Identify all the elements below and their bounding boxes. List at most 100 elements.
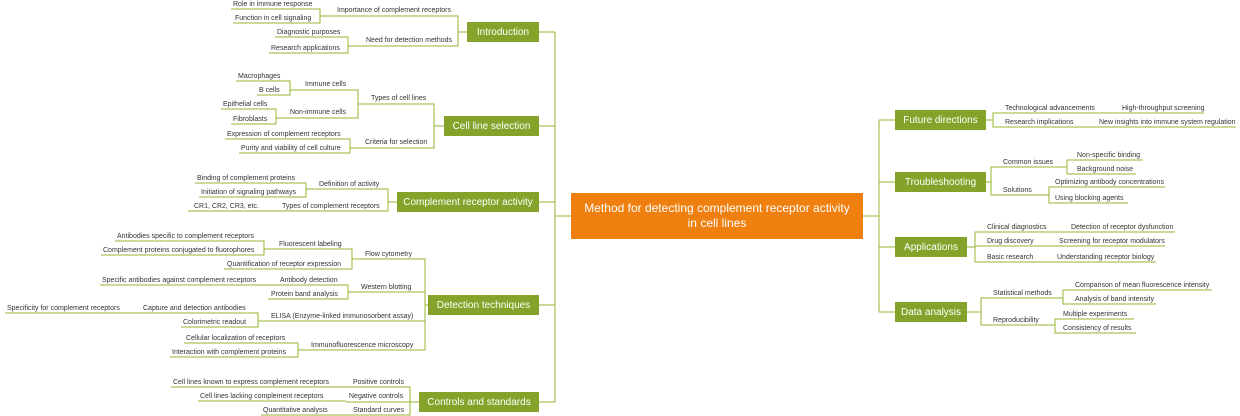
topic-antibodies-specific[interactable]: Antibodies specific to complement recept… bbox=[117, 233, 254, 240]
root-node[interactable]: Method for detecting complement receptor… bbox=[571, 193, 863, 239]
connector-line bbox=[334, 15, 467, 33]
connector-line bbox=[231, 117, 287, 125]
topic-cell-lines-lacking[interactable]: Cell lines lacking complement receptors bbox=[200, 393, 324, 400]
topic-capture-and-detection-antibodies[interactable]: Capture and detection antibodies bbox=[143, 305, 246, 312]
topic-importance-of-complement-receptors[interactable]: Importance of complement receptors bbox=[337, 7, 451, 14]
topic-diagnostic-purposes[interactable]: Diagnostic purposes bbox=[277, 29, 341, 36]
connector-line bbox=[308, 304, 428, 351]
topic-multiple-experiments[interactable]: Multiple experiments bbox=[1063, 311, 1128, 318]
topic-protein-band-analysis[interactable]: Protein band analysis bbox=[271, 291, 338, 298]
topic-definition-of-activity[interactable]: Definition of activity bbox=[319, 181, 380, 188]
topic-cell-lines-known-to-express[interactable]: Cell lines known to express complement r… bbox=[173, 379, 330, 386]
connector-line bbox=[276, 248, 362, 260]
topic-using-blocking-agents[interactable]: Using blocking agents bbox=[1055, 195, 1124, 202]
topic-western-blotting[interactable]: Western blotting bbox=[361, 284, 412, 291]
topic-epithelial-cells[interactable]: Epithelial cells bbox=[223, 101, 268, 108]
topic-interaction-with-complement-proteins[interactable]: Interaction with complement proteins bbox=[172, 349, 286, 356]
topic-initiation-of-signaling-pathways[interactable]: Initiation of signaling pathways bbox=[201, 189, 296, 196]
topic-immune-cells[interactable]: Immune cells bbox=[305, 81, 347, 88]
topic-quantification-of-receptor-expression[interactable]: Quantification of receptor expression bbox=[227, 261, 342, 268]
topic-specific-antibodies-against[interactable]: Specific antibodies against complement r… bbox=[102, 277, 257, 284]
topic-consistency-of-results[interactable]: Consistency of results bbox=[1063, 325, 1132, 332]
topic-colorimetric-readout[interactable]: Colorimetric readout bbox=[183, 319, 247, 326]
topic-cellular-localization[interactable]: Cellular localization of receptors bbox=[186, 335, 286, 342]
connector-line bbox=[170, 349, 308, 358]
connector-line bbox=[967, 246, 1053, 263]
topic-b-cells[interactable]: B cells bbox=[259, 87, 280, 94]
topic-solutions[interactable]: Solutions bbox=[1003, 187, 1032, 194]
topic-positive-controls[interactable]: Positive controls bbox=[353, 379, 404, 386]
connector-line bbox=[302, 89, 368, 105]
topic-types-of-cell-lines[interactable]: Types of cell lines bbox=[371, 95, 427, 102]
branch-future-directions[interactable]: Future directions bbox=[895, 110, 986, 130]
branch-data-analysis[interactable]: Data analysis bbox=[895, 302, 967, 322]
connector-line bbox=[257, 89, 302, 96]
topic-quantitative-analysis[interactable]: Quantitative analysis bbox=[263, 407, 328, 414]
topic-high-throughput-screening[interactable]: High-throughput screening bbox=[1122, 105, 1205, 112]
connector-line bbox=[350, 401, 419, 416]
topic-technological-advancements[interactable]: Technological advancements bbox=[1005, 105, 1095, 112]
topic-antibody-detection[interactable]: Antibody detection bbox=[280, 277, 338, 284]
topic-criteria-for-selection[interactable]: Criteria for selection bbox=[365, 139, 428, 146]
connector-line bbox=[362, 258, 428, 306]
topic-role-in-immune-response[interactable]: Role in immune response bbox=[233, 1, 313, 8]
topic-clinical-diagnostics[interactable]: Clinical diagnostics bbox=[987, 224, 1047, 231]
topic-reproducibility[interactable]: Reproducibility bbox=[993, 317, 1039, 324]
topic-drug-discovery[interactable]: Drug discovery bbox=[987, 238, 1034, 245]
topic-cr1-cr2-cr3[interactable]: CR1, CR2, CR3, etc. bbox=[194, 203, 259, 210]
topic-background-noise[interactable]: Background noise bbox=[1077, 166, 1134, 173]
topic-screening-for-receptor-modulators[interactable]: Screening for receptor modulators bbox=[1059, 238, 1165, 245]
connector-line bbox=[181, 320, 268, 328]
topic-immunofluorescence-microscopy[interactable]: Immunofluorescence microscopy bbox=[311, 342, 414, 349]
branch-troubleshooting[interactable]: Troubleshooting bbox=[895, 172, 986, 192]
connector-line bbox=[986, 119, 1095, 128]
topic-negative-controls[interactable]: Negative controls bbox=[349, 393, 404, 400]
connector-line bbox=[362, 31, 467, 47]
topic-specificity-for-complement-receptors[interactable]: Specificity for complement receptors bbox=[7, 305, 120, 312]
topic-complement-proteins-conjugated[interactable]: Complement proteins conjugated to fluoro… bbox=[103, 247, 255, 254]
topic-research-implications[interactable]: Research implications bbox=[1005, 119, 1074, 126]
topic-non-specific-binding[interactable]: Non-specific binding bbox=[1077, 152, 1141, 159]
connector-line bbox=[1057, 297, 1156, 305]
branch-complement-receptor-activity[interactable]: Complement receptor activity bbox=[397, 192, 539, 212]
topic-new-insights[interactable]: New insights into immune system regulati… bbox=[1099, 119, 1236, 126]
connector-line bbox=[986, 181, 1045, 196]
topic-common-issues[interactable]: Common issues bbox=[1003, 159, 1054, 166]
topic-non-immune-cells[interactable]: Non-immune cells bbox=[290, 109, 347, 116]
connector-line bbox=[967, 297, 1057, 313]
connector-line bbox=[368, 103, 444, 127]
topic-analysis-of-band-intensity[interactable]: Analysis of band intensity bbox=[1075, 296, 1154, 303]
topic-detection-of-receptor-dysfunction[interactable]: Detection of receptor dysfunction bbox=[1071, 224, 1174, 231]
topic-basic-research[interactable]: Basic research bbox=[987, 254, 1034, 261]
connector-line bbox=[1061, 166, 1136, 175]
topic-expression-of-complement-receptors[interactable]: Expression of complement receptors bbox=[227, 131, 341, 138]
connector-line bbox=[101, 248, 276, 256]
topic-types-of-complement-receptors[interactable]: Types of complement receptors bbox=[282, 203, 380, 210]
connector-line bbox=[986, 166, 1061, 183]
branch-introduction[interactable]: Introduction bbox=[467, 22, 539, 42]
branch-cell-line-selection[interactable]: Cell line selection bbox=[444, 116, 539, 136]
topic-standard-curves[interactable]: Standard curves bbox=[353, 407, 404, 414]
topic-purity-and-viability[interactable]: Purity and viability of cell culture bbox=[241, 145, 341, 152]
topic-understanding-receptor-biology[interactable]: Understanding receptor biology bbox=[1057, 254, 1155, 261]
connector-line bbox=[358, 291, 428, 306]
topic-comparison-of-mfi[interactable]: Comparison of mean fluorescence intensit… bbox=[1075, 282, 1210, 289]
connector-line bbox=[967, 311, 1049, 326]
topic-statistical-methods[interactable]: Statistical methods bbox=[993, 290, 1052, 297]
topic-research-applications[interactable]: Research applications bbox=[271, 45, 340, 52]
topic-fibroblasts[interactable]: Fibroblasts bbox=[233, 116, 268, 123]
connector-line bbox=[199, 188, 316, 198]
branch-controls-and-standards[interactable]: Controls and standards bbox=[419, 392, 539, 412]
topic-function-in-cell-signaling[interactable]: Function in cell signaling bbox=[235, 15, 312, 22]
topic-macrophages[interactable]: Macrophages bbox=[238, 73, 281, 80]
topic-need-for-detection-methods[interactable]: Need for detection methods bbox=[366, 37, 452, 44]
branch-detection-techniques[interactable]: Detection techniques bbox=[428, 295, 539, 315]
topic-binding-of-complement-proteins[interactable]: Binding of complement proteins bbox=[197, 175, 296, 182]
connector-line bbox=[233, 15, 334, 24]
topic-flow-cytometry[interactable]: Flow cytometry bbox=[365, 251, 413, 258]
topic-optimizing-antibody-concentrations[interactable]: Optimizing antibody concentrations bbox=[1055, 179, 1164, 186]
topic-fluorescent-labeling[interactable]: Fluorescent labeling bbox=[279, 241, 342, 248]
connector-line bbox=[269, 45, 362, 54]
branch-applications[interactable]: Applications bbox=[895, 237, 967, 257]
topic-elisa[interactable]: ELISA (Enzyme-linked immunosorbent assay… bbox=[271, 313, 414, 320]
